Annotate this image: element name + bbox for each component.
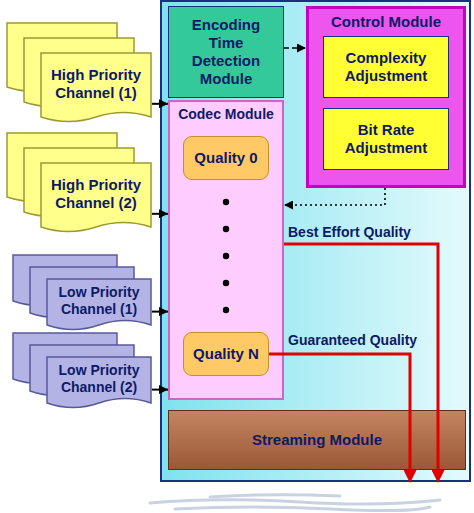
- module-label: Codec Module: [173, 106, 279, 123]
- flow-arrow: [152, 103, 168, 105]
- adjustment-box: Complexity Adjustment: [323, 36, 449, 98]
- edge-label: Best Effort Quality: [288, 224, 411, 241]
- quality-box: Quality N: [183, 332, 269, 376]
- module-box: Streaming Module: [168, 410, 466, 470]
- module-label: Quality 0: [194, 149, 257, 167]
- channel-stack: Low Priority Channel (2): [12, 332, 152, 412]
- module-label: Low Priority Channel (2): [50, 362, 148, 396]
- module-label: High Priority Channel (2): [44, 176, 148, 212]
- adjustment-box: Bit Rate Adjustment: [323, 108, 449, 170]
- module-label: High Priority Channel (1): [44, 66, 148, 102]
- module-label: Encoding Time Detection Module: [177, 16, 275, 88]
- module-group: Codec ModuleQuality 0 Quality N: [168, 100, 284, 400]
- module-label: Streaming Module: [252, 431, 382, 449]
- module-box: Encoding Time Detection Module: [168, 6, 284, 98]
- module-label: Quality N: [193, 345, 259, 363]
- flow-arrow: [152, 213, 168, 215]
- flow-arrow: [152, 389, 168, 391]
- quality-box: Quality 0: [183, 136, 269, 180]
- channel-stack: High Priority Channel (2): [6, 132, 152, 236]
- quality-output-arrow: [284, 244, 438, 470]
- module-label: Complexity Adjustment: [330, 49, 442, 85]
- channel-stack: High Priority Channel (1): [6, 22, 152, 126]
- channel-stack: Low Priority Channel (1): [12, 254, 152, 334]
- module-label: Bit Rate Adjustment: [330, 121, 442, 157]
- flow-arrow: [284, 47, 306, 49]
- module-label: Control Module: [312, 13, 460, 31]
- quality-output-arrow: [269, 354, 410, 470]
- edge-label: Guaranteed Quality: [288, 332, 417, 349]
- module-label: Low Priority Channel (1): [50, 284, 148, 318]
- flow-arrow: [152, 311, 168, 313]
- flow-arrow: [284, 188, 385, 205]
- module-group: Control ModuleComplexity AdjustmentBit R…: [306, 6, 466, 188]
